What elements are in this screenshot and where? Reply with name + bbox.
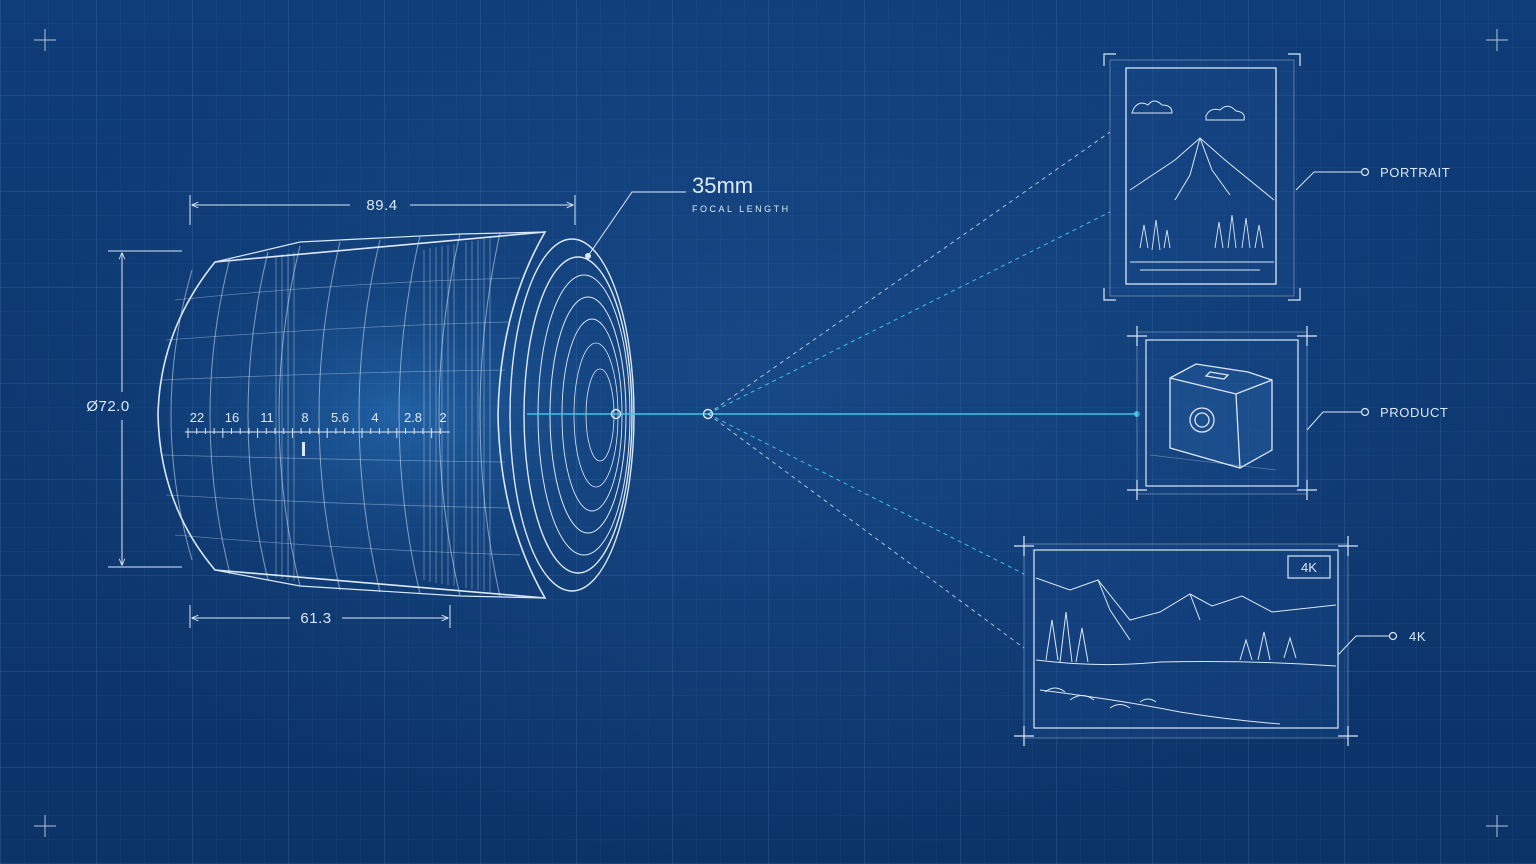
landscape-sketch — [1035, 577, 1337, 725]
optical-beams — [527, 131, 1140, 649]
focal-length-value: 35mm — [692, 173, 753, 198]
tree-sketch — [1139, 214, 1264, 251]
aperture-value: 16 — [225, 410, 239, 425]
4k-badge-text: 4K — [1301, 560, 1317, 575]
focal-point-node — [702, 408, 714, 420]
aperture-scale: 22 16 11 8 5.6 4 2.8 2 — [190, 410, 447, 425]
aperture-index-mark — [302, 442, 305, 456]
dimension-lines — [108, 195, 576, 628]
4k-badge — [1287, 555, 1331, 579]
aperture-value: 2 — [439, 410, 446, 425]
length-dimension-top: 89.4 — [366, 197, 397, 214]
length-dimension-bottom: 61.3 — [300, 610, 331, 627]
4k-label: 4K — [1409, 629, 1426, 644]
aperture-value: 5.6 — [331, 410, 349, 425]
landscape-4k-frame: 4K 4K — [1014, 536, 1426, 746]
product-label: PRODUCT — [1380, 405, 1448, 420]
lens-body: 22 16 11 8 5.6 4 2.8 2 — [100, 215, 700, 615]
focal-length-caption: FOCAL LENGTH — [692, 204, 791, 214]
portrait-frame: PORTRAIT — [1103, 53, 1450, 301]
portrait-label: PORTRAIT — [1380, 165, 1450, 180]
aperture-value: 11 — [260, 410, 274, 425]
corner-crosshairs — [34, 29, 1508, 837]
product-frame: PRODUCT — [1127, 326, 1448, 500]
product-box-sketch — [1169, 363, 1273, 469]
aperture-value: 8 — [301, 410, 308, 425]
aperture-value: 2.8 — [404, 410, 422, 425]
diameter-dimension: Ø72.0 — [86, 398, 129, 415]
aperture-value: 22 — [190, 410, 204, 425]
mountain-sketch — [1129, 100, 1275, 271]
focal-length-callout: 35mm FOCAL LENGTH — [585, 173, 791, 259]
optical-center-node — [610, 408, 622, 420]
aperture-value: 4 — [371, 410, 378, 425]
